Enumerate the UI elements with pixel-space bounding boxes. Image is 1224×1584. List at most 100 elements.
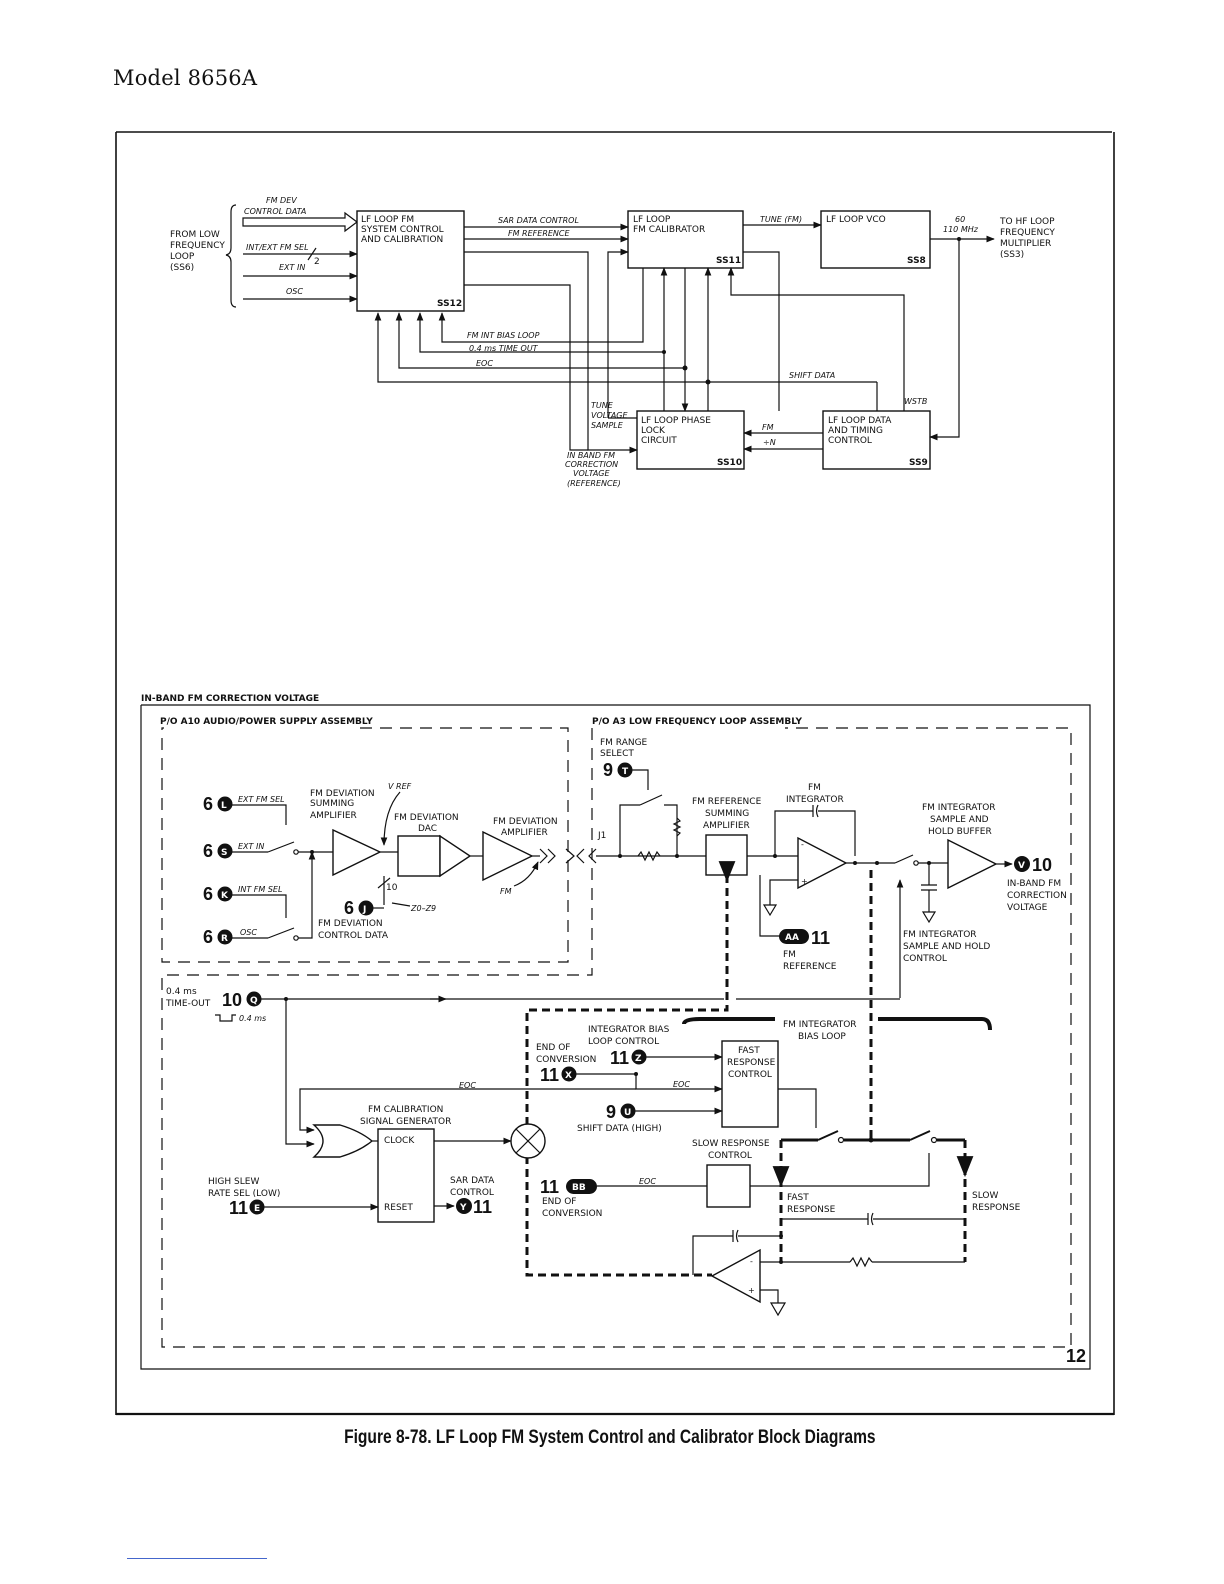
svg-text:T: T <box>622 767 629 777</box>
ext-in-label: EXT IN <box>279 263 305 272</box>
svg-text:INTEGRATOR: INTEGRATOR <box>786 795 844 805</box>
time-out-label: 0.4 ms TIME OUT <box>469 344 539 353</box>
fm-out-label: FM <box>500 887 512 896</box>
control-data-label: CONTROL DATA <box>244 207 306 216</box>
svg-text:CONTROL DATA: CONTROL DATA <box>318 931 389 941</box>
svg-text:6: 6 <box>203 884 213 904</box>
control-data-bus <box>242 211 358 233</box>
svg-text:CONTROL: CONTROL <box>708 1151 752 1161</box>
svg-text:AA: AA <box>785 933 799 943</box>
fm-cal-gen-label: FM CALIBRATION <box>368 1105 443 1115</box>
slow-response-label: SLOW <box>972 1191 998 1201</box>
time-out-lbl: 0.4 ms <box>166 987 197 997</box>
connector-j1 <box>565 848 597 864</box>
tp-y11: Y 11 <box>434 1197 492 1217</box>
svg-text:SAMPLE AND: SAMPLE AND <box>930 815 989 825</box>
fast-resp-ctrl <box>721 1040 779 1128</box>
svg-text:AND CALIBRATION: AND CALIBRATION <box>361 235 443 245</box>
end-conv-label: END OF <box>536 1043 570 1053</box>
fm-int-bias-loop-label: FM INTEGRATOR <box>783 1020 857 1030</box>
tp-10q: 10 Q <box>222 990 262 1010</box>
tune-fm-label: TUNE (FM) <box>760 215 802 224</box>
svg-text:-: - <box>801 840 804 849</box>
svg-text:RESPONSE: RESPONSE <box>972 1203 1021 1213</box>
svg-text:HOLD BUFFER: HOLD BUFFER <box>928 827 992 837</box>
svg-text:L: L <box>221 801 227 811</box>
shift-data-high-label: SHIFT DATA (HIGH) <box>577 1124 662 1134</box>
fm-dev-sum-amp <box>332 828 382 877</box>
svg-text:+: + <box>801 877 808 886</box>
svg-text:V: V <box>1018 861 1025 871</box>
svg-text:SAMPLE: SAMPLE <box>591 421 624 430</box>
svg-text:VOLTAGE: VOLTAGE <box>591 411 629 420</box>
page-header: Model 8656A <box>113 66 258 90</box>
svg-text:10: 10 <box>1032 855 1052 875</box>
svg-text:LF LOOP: LF LOOP <box>633 215 671 225</box>
ss9-id: SS9 <box>909 458 928 468</box>
n-label: ÷N <box>763 438 776 447</box>
or-gate <box>312 1124 374 1158</box>
svg-text:CONVERSION: CONVERSION <box>536 1055 596 1065</box>
svg-text:VOLTAGE: VOLTAGE <box>573 469 611 478</box>
svg-text:SAMPLE AND HOLD: SAMPLE AND HOLD <box>903 942 990 952</box>
fast-response-label: FAST <box>787 1193 809 1203</box>
svg-text:10: 10 <box>222 990 242 1010</box>
freq-110-label: 110 MHz <box>943 225 979 234</box>
fm-dev-control-label: FM DEVIATION <box>318 919 383 929</box>
svg-text:-: - <box>750 1257 753 1266</box>
fm-int-sh-control-label: FM INTEGRATOR <box>903 930 977 940</box>
svg-text:LF LOOP FM: LF LOOP FM <box>361 215 414 225</box>
svg-text:J: J <box>362 905 366 915</box>
fm-cal-gen <box>377 1128 435 1223</box>
svg-text:REFERENCE: REFERENCE <box>783 962 837 972</box>
svg-text:LF LOOP PHASE: LF LOOP PHASE <box>641 416 711 426</box>
svg-text:AMPLIFIER: AMPLIFIER <box>501 828 548 838</box>
eoc-label-1: EOC <box>459 1081 476 1090</box>
tp-11e: 11 E <box>229 1198 379 1218</box>
svg-text:VOLTAGE: VOLTAGE <box>1007 903 1048 913</box>
svg-text:CIRCUIT: CIRCUIT <box>641 436 677 446</box>
svg-text:CONTROL: CONTROL <box>728 1070 772 1080</box>
svg-text:+: + <box>748 1286 755 1295</box>
svg-text:MULTIPLIER: MULTIPLIER <box>1000 239 1051 249</box>
svg-text:U: U <box>624 1108 631 1118</box>
ss8-block <box>820 210 931 269</box>
tp-6r: 6 R OSC <box>203 851 316 947</box>
svg-text:BIAS LOOP: BIAS LOOP <box>798 1032 846 1042</box>
svg-text:SIGNAL GENERATOR: SIGNAL GENERATOR <box>360 1117 451 1127</box>
svg-text:AMPLIFIER: AMPLIFIER <box>703 821 750 831</box>
from-low-label: FROM LOW <box>170 230 220 240</box>
svg-text:AMPLIFIER: AMPLIFIER <box>310 811 357 821</box>
osc-label: OSC <box>286 287 303 296</box>
svg-text:11: 11 <box>540 1065 559 1085</box>
svg-text:E: E <box>254 1204 260 1214</box>
fm-dev-sum-amp-label: FM DEVIATION <box>310 789 375 799</box>
in-band-out-label: IN-BAND FM <box>1007 879 1061 889</box>
tp-9u: 9 U <box>606 1102 723 1122</box>
svg-text:SUMMING: SUMMING <box>705 809 749 819</box>
fm-int-sh-buffer-label: FM INTEGRATOR <box>922 803 996 813</box>
svg-text:(SS6): (SS6) <box>170 263 194 273</box>
ss11-id: SS11 <box>716 256 741 266</box>
svg-text:X: X <box>565 1071 572 1081</box>
svg-text:RATE SEL (LOW): RATE SEL (LOW) <box>208 1189 280 1199</box>
high-slew-label: HIGH SLEW <box>208 1177 259 1187</box>
fm-range-label: FM RANGE <box>600 738 648 748</box>
to-hf-label: TO HF LOOP <box>999 217 1055 227</box>
tp-9t: 9 T <box>603 760 649 790</box>
int-ext-label: INT/EXT FM SEL <box>246 243 309 252</box>
end-conv2-label: END OF <box>542 1197 576 1207</box>
svg-text:CLOCK: CLOCK <box>384 1136 415 1146</box>
tp-v10: V 10 <box>1014 855 1052 875</box>
svg-text:S: S <box>221 848 227 858</box>
vref-label: V REF <box>388 782 412 791</box>
tp-11bb: 11 BB <box>540 1177 707 1197</box>
eoc-label-3: EOC <box>639 1177 656 1186</box>
svg-text:K: K <box>221 891 229 901</box>
fm-dev-dac-label: FM DEVIATION <box>394 813 459 823</box>
svg-text:BB: BB <box>572 1183 586 1193</box>
tp-aa11: AA 11 <box>779 928 830 948</box>
fm-reference-bottom-label: FM <box>783 950 796 960</box>
bus-10-label: 10 <box>386 883 398 893</box>
